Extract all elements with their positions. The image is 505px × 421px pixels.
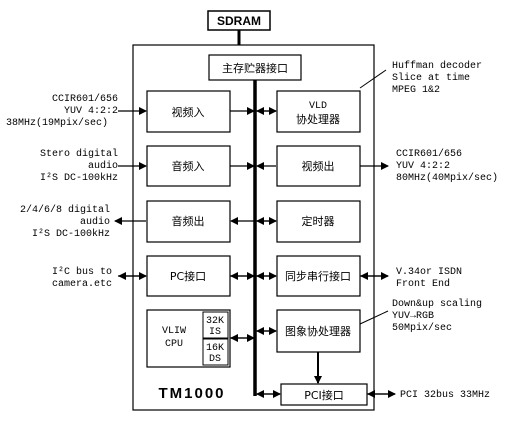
svg-text:Slice at time: Slice at time [392,72,470,84]
main-memory-label: 主存贮器接口 [222,61,288,75]
svg-text:YUV 4:2:2: YUV 4:2:2 [396,161,450,172]
image-coproc-box [276,309,361,353]
svg-text:Down&up scaling: Down&up scaling [392,298,482,310]
svg-text:Stero digital: Stero digital [40,148,118,160]
chip-name: TM1000 [158,385,225,402]
main-memory-box [208,54,302,81]
svg-text:CCIR601/656: CCIR601/656 [396,148,462,160]
sdram-label: SDRAM [217,14,261,28]
pci-bus-note: PCI 32bus 33MHz [400,389,490,401]
vld-label-1: VLD [309,101,327,112]
icache-box [202,311,229,339]
timer-box [276,200,361,243]
timer-label: 定时器 [302,214,335,228]
stereo-in-note: Stero digital audio I²S DC-100kHz [40,148,118,184]
svg-text:V.34or ISDN: V.34or ISDN [396,267,462,278]
cpu-name-1: VLIW [162,326,186,337]
scaling-note: Down&up scaling YUV→RGB 50Mpix/sec [392,298,482,334]
dcache-box [202,338,229,366]
video-out-box [276,145,361,187]
svg-text:Huffman decoder: Huffman decoder [392,60,482,72]
pc-if-label: PC接口 [170,270,206,283]
svg-text:YUV 4:2:2: YUV 4:2:2 [64,106,118,117]
icache-label: IS [209,327,221,338]
svg-text:I²C bus to: I²C bus to [52,266,112,278]
svg-text:audio: audio [88,160,118,172]
svg-text:camera.etc: camera.etc [52,279,112,290]
svg-text:audio: audio [80,216,110,228]
audio-out-note: 2/4/6/8 digital audio I²S DC-100kHz [20,204,110,240]
v34-note: V.34or ISDN Front End [396,267,462,290]
left-bus-arrows [230,107,255,342]
video-in-box [146,90,231,133]
audio-in-label: 音频入 [172,159,205,173]
pci-if-label: PCI接口 [304,389,344,402]
svg-text:80MHz(40Mpix/sec): 80MHz(40Mpix/sec) [396,172,498,184]
svg-text:CCIR601/656: CCIR601/656 [52,93,118,105]
pc-if-box [146,255,231,297]
cpu-name-2: CPU [165,339,183,350]
svg-text:YUV→RGB: YUV→RGB [392,311,434,322]
svg-text:MPEG 1&2: MPEG 1&2 [392,85,440,96]
audio-out-label: 音频出 [172,214,205,228]
external-arrows [114,69,396,398]
chip-outline [132,44,375,411]
icache-size: 32K [206,316,224,327]
vld-label-2: 协处理器 [296,112,340,126]
video-in-label: 视频入 [172,105,205,119]
dcache-label: DS [209,354,221,365]
audio-in-box [146,145,231,187]
ccir-in-note: CCIR601/656 YUV 4:2:2 38MHz(19Mpix/sec) [6,93,118,129]
svg-text:2/4/6/8 digital: 2/4/6/8 digital [20,204,110,216]
ccir-out-note: CCIR601/656 YUV 4:2:2 80MHz(40Mpix/sec) [396,148,498,184]
svg-text:I²S DC-100kHz: I²S DC-100kHz [40,172,118,184]
svg-text:50Mpix/sec: 50Mpix/sec [392,322,452,334]
svg-text:I²S DC-100kHz: I²S DC-100kHz [32,228,110,240]
i2c-note: I²C bus to camera.etc [52,266,112,290]
vld-box [276,90,361,133]
right-bus-arrows [256,107,322,398]
svg-text:Front End: Front End [396,278,450,290]
dcache-size: 16K [206,343,224,354]
svg-text:38MHz(19Mpix/sec): 38MHz(19Mpix/sec) [6,117,108,129]
sync-serial-label: 同步串行接口 [285,270,351,283]
image-coproc-label: 图象协处理器 [285,324,351,338]
huffman-note: Huffman decoder Slice at time MPEG 1&2 [392,60,482,96]
video-out-label: 视频出 [302,159,335,173]
